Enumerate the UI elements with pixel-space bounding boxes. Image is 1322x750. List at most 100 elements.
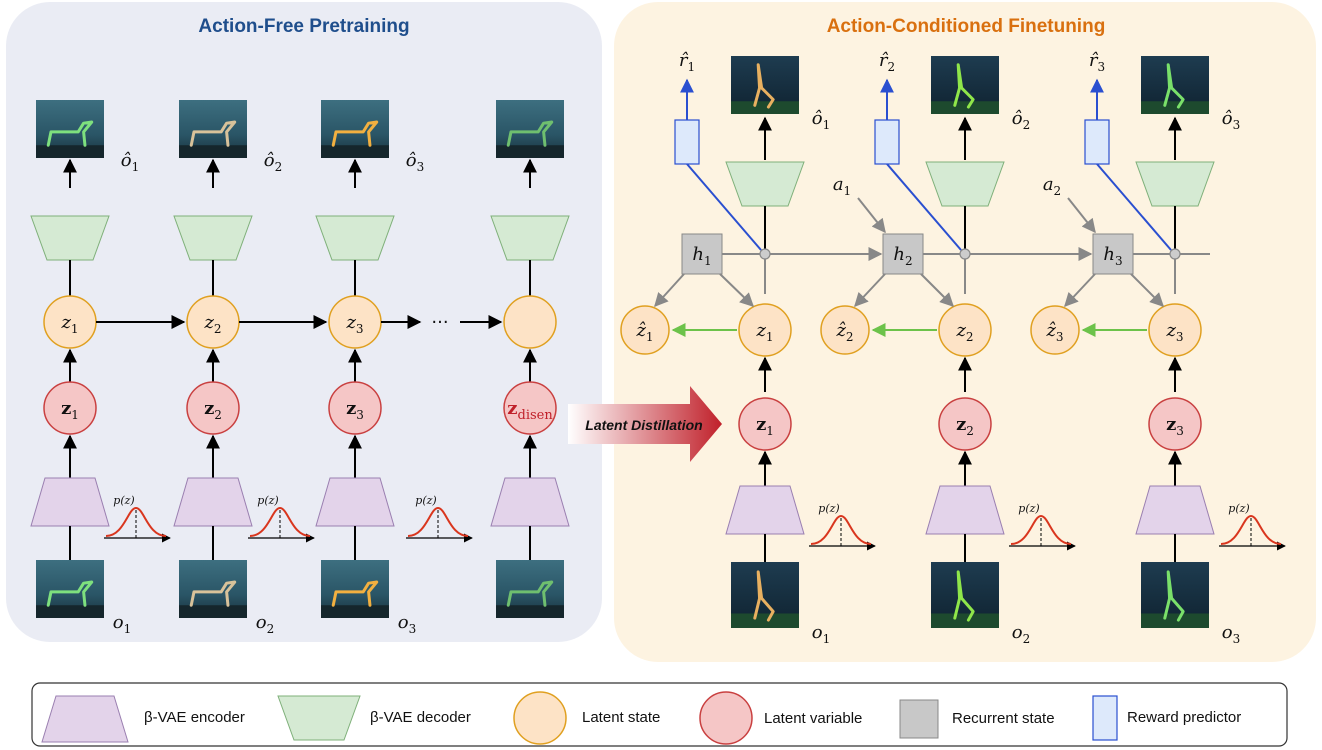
zhat-label-3: ẑ3 bbox=[1045, 320, 1063, 344]
input-observation-ft-2 bbox=[931, 562, 999, 628]
encoder-3 bbox=[315, 477, 395, 527]
h-label-3: h3 bbox=[1103, 244, 1122, 268]
o-ft-label-3: o3 bbox=[1222, 622, 1240, 646]
h-label-1: h1 bbox=[692, 244, 711, 268]
input-observation-2 bbox=[179, 560, 247, 618]
legend-recurrent-swatch bbox=[899, 699, 939, 739]
legend-latent-state-label: Latent state bbox=[582, 709, 660, 726]
decoder-ft-2 bbox=[925, 161, 1005, 207]
prior-label: p(z) bbox=[257, 494, 278, 507]
pretraining-title: Action-Free Pretraining bbox=[198, 16, 409, 37]
observation-floor bbox=[931, 613, 999, 628]
prior-curve bbox=[1220, 514, 1282, 545]
decoder-ft-3 bbox=[1135, 161, 1215, 207]
latent-state-4 bbox=[503, 295, 557, 349]
observation-floor bbox=[1141, 101, 1209, 114]
observation-floor bbox=[731, 613, 799, 628]
merge-to-reward-line-2 bbox=[886, 163, 962, 251]
z-ft-label-1: z1 bbox=[755, 320, 773, 344]
h-to-prior-arrow-2 bbox=[854, 273, 886, 308]
reconstructed-observation-1 bbox=[36, 100, 104, 158]
legend-encoder-label: β-VAE encoder bbox=[144, 709, 245, 726]
walker-figure bbox=[46, 120, 94, 147]
predicted-latent-2 bbox=[820, 305, 870, 355]
h-to-prior-arrow-1 bbox=[654, 273, 685, 308]
o-ft-label-1: o1 bbox=[812, 622, 830, 646]
ohat-label-1: ô1 bbox=[121, 150, 139, 174]
predicted-latent-1 bbox=[620, 305, 670, 355]
latent-variable-ft-1 bbox=[738, 397, 792, 451]
reconstructed-observation-4 bbox=[496, 100, 564, 158]
predicted-latent-3 bbox=[1030, 305, 1080, 355]
ohat-ft-label-1: ô1 bbox=[812, 108, 830, 132]
walker-figure bbox=[1163, 570, 1185, 622]
z-label-2: z2 bbox=[203, 312, 221, 336]
encoder-ft-1 bbox=[725, 485, 805, 535]
reconstructed-observation-ft-1 bbox=[731, 56, 799, 114]
observation-floor bbox=[179, 145, 247, 158]
ohat-label-3: ô3 bbox=[406, 150, 424, 174]
input-observation-ft-3 bbox=[1141, 562, 1209, 628]
latent-state-ft-2 bbox=[938, 303, 992, 357]
zbold-ft-label-3: z3 bbox=[1166, 414, 1184, 438]
h-to-posterior-arrow-2 bbox=[920, 273, 954, 307]
h-to-posterior-arrow-3 bbox=[1130, 273, 1164, 307]
rhat-label-2: r̂2 bbox=[879, 50, 895, 74]
walker-figure bbox=[753, 63, 775, 109]
legend: β-VAE encoder β-VAE decoder Latent state… bbox=[31, 682, 1288, 747]
prior-2: p(z) bbox=[248, 494, 315, 543]
prior-curve bbox=[407, 506, 469, 537]
reconstructed-observation-2 bbox=[179, 100, 247, 158]
action-arrow-1 bbox=[857, 197, 886, 234]
observation-floor bbox=[36, 605, 104, 618]
pretraining-diagram: ô1z1z1o1ô2z2z2o2ô3z3z3o3zdisen···p(z)… bbox=[30, 100, 570, 636]
prior-label: p(z) bbox=[113, 494, 134, 507]
latent-distillation-arrow: Latent Distillation bbox=[568, 386, 722, 462]
merge-to-reward-line-3 bbox=[1096, 163, 1172, 251]
finetuning-diagram: ô1z1z1o1ẑ1h1r̂1p(z)ô2z2z2o2ẑ2h2r̂2p(… bbox=[620, 50, 1286, 646]
prior-3: p(z) bbox=[406, 494, 473, 543]
reward-predictor-2 bbox=[874, 119, 900, 165]
zdisen-label: zdisen bbox=[507, 398, 553, 423]
zhat-label-1: ẑ1 bbox=[635, 320, 653, 344]
encoder-ft-2 bbox=[925, 485, 1005, 535]
ohat-ft-label-2: ô2 bbox=[1012, 108, 1030, 132]
walker-figure bbox=[46, 580, 94, 607]
input-observation-1 bbox=[36, 560, 104, 618]
encoder-4 bbox=[490, 477, 570, 527]
zhat-label-2: ẑ2 bbox=[835, 320, 853, 344]
walker-figure bbox=[953, 570, 975, 622]
finetuning-title: Action-Conditioned Finetuning bbox=[827, 16, 1106, 37]
observation-floor bbox=[731, 101, 799, 114]
latent-variable-4 bbox=[503, 381, 557, 435]
observation-floor bbox=[496, 145, 564, 158]
prior-curve bbox=[249, 506, 311, 537]
z-label-1: z1 bbox=[60, 312, 78, 336]
latent-variable-1 bbox=[43, 381, 97, 435]
decoder-ft-1 bbox=[725, 161, 805, 207]
walker-figure bbox=[753, 570, 775, 622]
latent-variable-2 bbox=[186, 381, 240, 435]
walker-figure bbox=[506, 580, 554, 607]
reconstructed-observation-ft-2 bbox=[931, 56, 999, 114]
h-label-2: h2 bbox=[893, 244, 912, 268]
prior-curve bbox=[105, 506, 167, 537]
z-label-3: z3 bbox=[345, 312, 363, 336]
encoder-ft-3 bbox=[1135, 485, 1215, 535]
ohat-ft-label-3: ô3 bbox=[1222, 108, 1240, 132]
o-label-3: o3 bbox=[398, 612, 416, 636]
observation-floor bbox=[931, 101, 999, 114]
walker-figure bbox=[1163, 63, 1185, 109]
decoder-3 bbox=[315, 215, 395, 261]
walker-figure bbox=[506, 120, 554, 147]
recurrent-state-3 bbox=[1092, 233, 1134, 275]
latent-variable-ft-3 bbox=[1148, 397, 1202, 451]
o-label-1: o1 bbox=[113, 612, 131, 636]
h-to-prior-arrow-3 bbox=[1064, 273, 1096, 308]
legend-latent-variable-swatch bbox=[699, 691, 753, 745]
walker-figure bbox=[953, 63, 975, 109]
input-observation-4 bbox=[496, 560, 564, 618]
latent-variable-ft-2 bbox=[938, 397, 992, 451]
prior-label: p(z) bbox=[818, 502, 839, 515]
